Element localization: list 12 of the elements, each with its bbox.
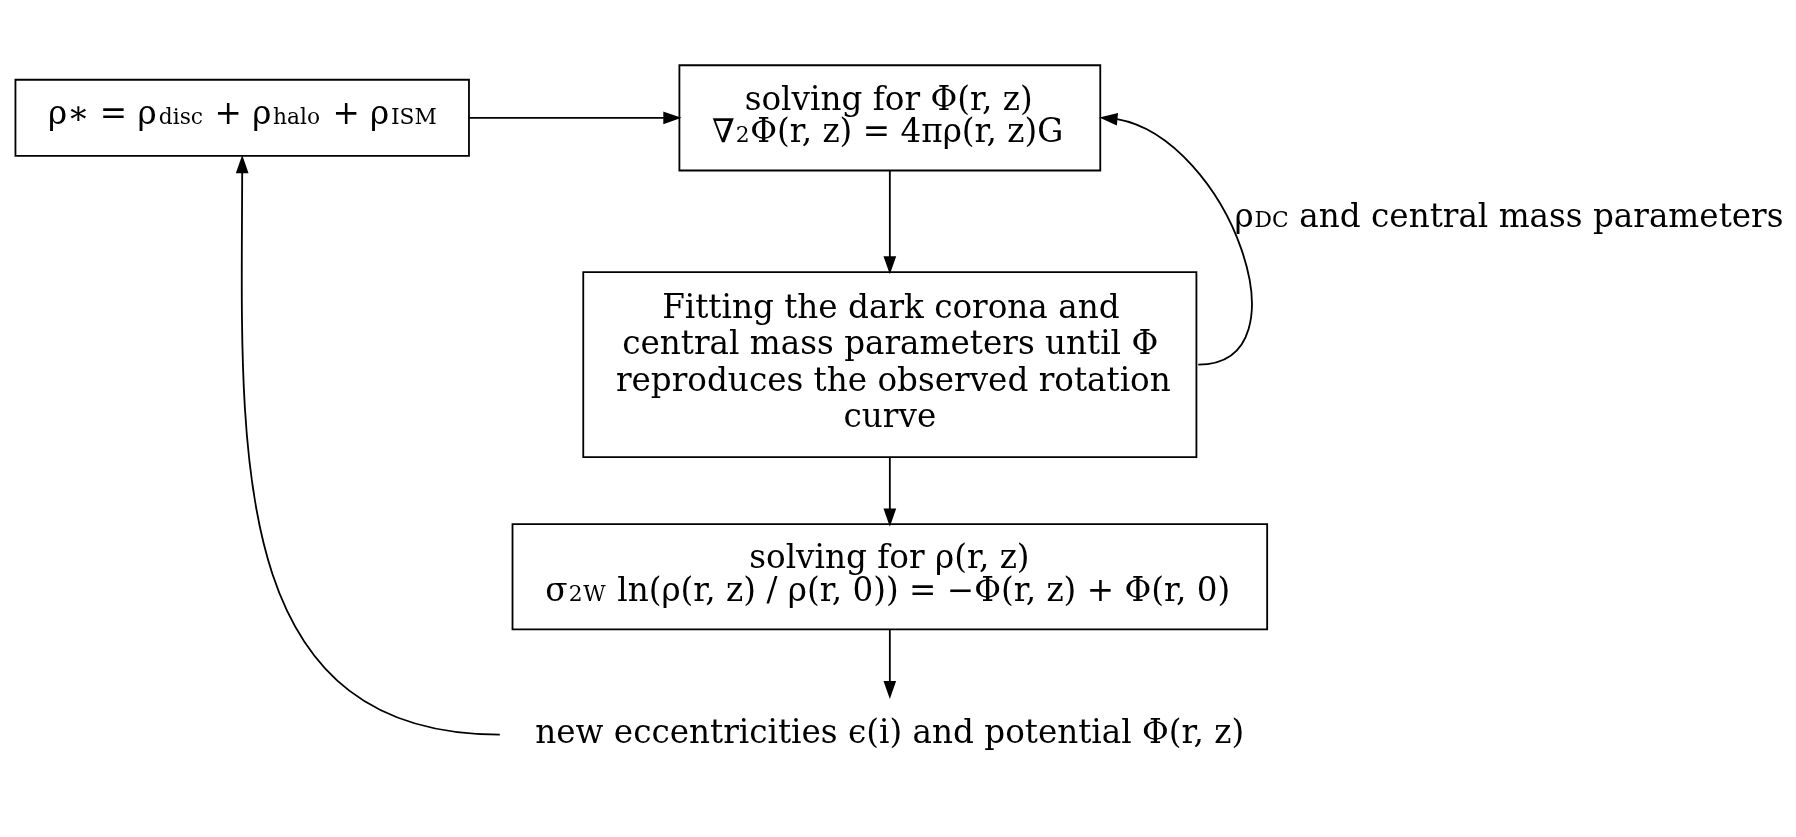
node-box: solving for Φ(r, z) ∇2Φ(r, z) = 4πρ(r, z)G [678, 63, 1102, 171]
node-box: Fitting the dark corona and central mass parameters until Φ reproduces the observed rotation curve [582, 270, 1198, 458]
arrow [883, 628, 897, 699]
arrow [883, 169, 897, 274]
arrow [1099, 112, 1253, 365]
node-box: ρ∗ = ρdisc + ρhalo + ρISM [14, 78, 470, 157]
node-box: solving for ρ(r, z) σ2W ln(ρ(r, z) / ρ(r, 0)) = −Φ(r, z) + Φ(r, 0) [511, 522, 1269, 630]
arrow [468, 111, 682, 124]
arrow [883, 455, 897, 527]
node-text: new eccentricities ϵ(i) and potential Φ(r, z) [535, 712, 1245, 751]
arrow [235, 154, 501, 736]
edge-label: ρDC and central mass parameters [1234, 196, 1784, 235]
